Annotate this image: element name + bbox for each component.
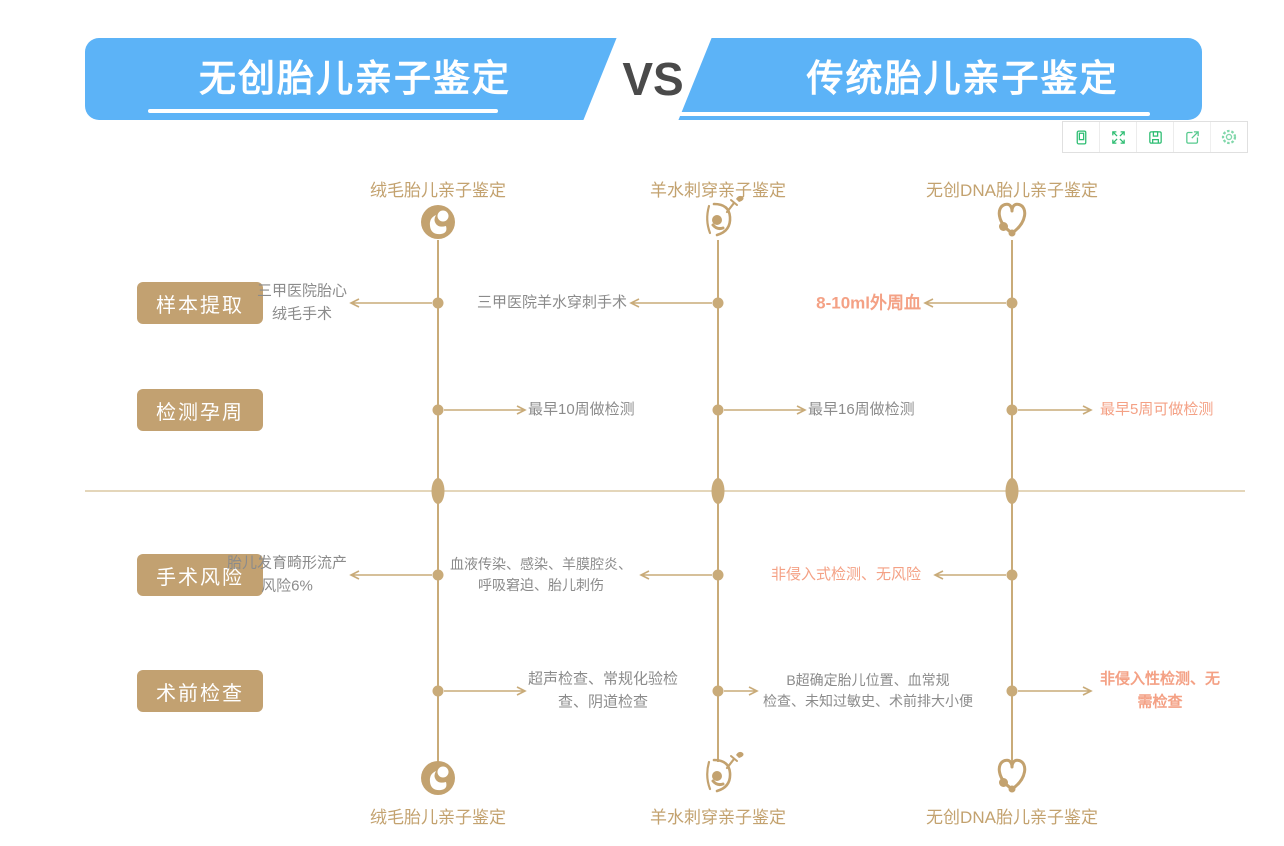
banner-left-title: 无创胎儿亲子鉴定: [199, 58, 511, 99]
row-label-risk: 手术风险: [137, 554, 263, 596]
connector-dot: [712, 404, 724, 416]
cell-sample-chorionic: 三甲医院胎心 绒毛手术: [256, 282, 347, 323]
row-label-sample: 样本提取: [137, 282, 263, 324]
cell-risk-chorionic: 胎儿发育畸形流产 风险6%: [226, 554, 347, 595]
cell-weeks-noninvasive: 最早5周可做检测: [1100, 400, 1214, 418]
connector-dot: [1006, 297, 1018, 309]
column-icons-bottom: [419, 750, 1027, 797]
vs-label: VS: [622, 53, 684, 105]
cell-preop-chorionic: 超声检查、常规化验检 查、阴道检查: [528, 670, 679, 711]
banner-left-shape: [85, 38, 555, 120]
cell-weeks-chorionic: 最早10周做检测: [528, 400, 635, 418]
column-footer: 羊水刺穿亲子鉴定: [650, 808, 786, 827]
cell-risk-amnio: 血液传染、感染、羊膜腔炎、 呼吸窘迫、胎儿刺伤: [450, 556, 632, 593]
row4-connectors: [444, 686, 1093, 696]
row3-connectors: [349, 570, 1006, 580]
connector-dot: [432, 569, 444, 581]
fullscreen-icon[interactable]: [1100, 122, 1137, 152]
share-icon[interactable]: [1174, 122, 1211, 152]
fetus-in-circle-icon: [421, 205, 455, 239]
banner-right-title: 传统胎儿亲子鉴定: [806, 58, 1119, 99]
cell-sample-amnio: 三甲医院羊水穿刺手术: [476, 293, 627, 311]
cell-preop-amnio: B超确定胎儿位置、血常规 检查、未知过敏史、术前排大小便: [763, 672, 973, 709]
divider-node: [431, 478, 445, 504]
row1-connectors: [349, 298, 1006, 308]
connector-dot: [432, 404, 444, 416]
connector-dot: [432, 297, 444, 309]
connector-dot: [712, 685, 724, 697]
cell-risk-noninvasive: 非侵入式检测、无风险: [770, 565, 921, 583]
row-label-weeks: 检测孕周: [137, 389, 263, 431]
banner-right-shape: [745, 38, 1202, 120]
row2-connectors: [444, 405, 1093, 415]
connector-dot: [432, 685, 444, 697]
connector-dot: [1006, 569, 1018, 581]
row-label-preop: 术前检查: [137, 670, 263, 712]
settings-icon[interactable]: [1211, 122, 1247, 152]
column-header: 羊水刺穿亲子鉴定: [650, 181, 786, 200]
cell-sample-noninvasive: 8-10ml外周血: [816, 293, 921, 313]
cell-preop-noninvasive: 非侵入性检测、无 需检查: [1100, 670, 1221, 711]
connector-dot: [712, 297, 724, 309]
column-header: 绒毛胎儿亲子鉴定: [370, 181, 506, 200]
connector-dot: [712, 569, 724, 581]
connector-dot: [1006, 685, 1018, 697]
mobile-preview-icon[interactable]: [1063, 122, 1100, 152]
connector-dot: [1006, 404, 1018, 416]
banner-right-underline: [678, 112, 1150, 116]
banner-left-underline: [148, 109, 498, 113]
save-icon[interactable]: [1137, 122, 1174, 152]
column-header: 无创DNA胎儿亲子鉴定: [926, 181, 1098, 200]
column-footer: 无创DNA胎儿亲子鉴定: [926, 808, 1098, 827]
fetus-syringe-icon: [706, 195, 744, 237]
divider-node: [711, 478, 725, 504]
divider-node: [1005, 478, 1019, 504]
column-footer: 绒毛胎儿亲子鉴定: [370, 808, 506, 827]
cell-weeks-amnio: 最早16周做检测: [808, 400, 915, 418]
heart-fetus-icon: [997, 202, 1027, 237]
viewer-toolbar: [1062, 121, 1248, 153]
